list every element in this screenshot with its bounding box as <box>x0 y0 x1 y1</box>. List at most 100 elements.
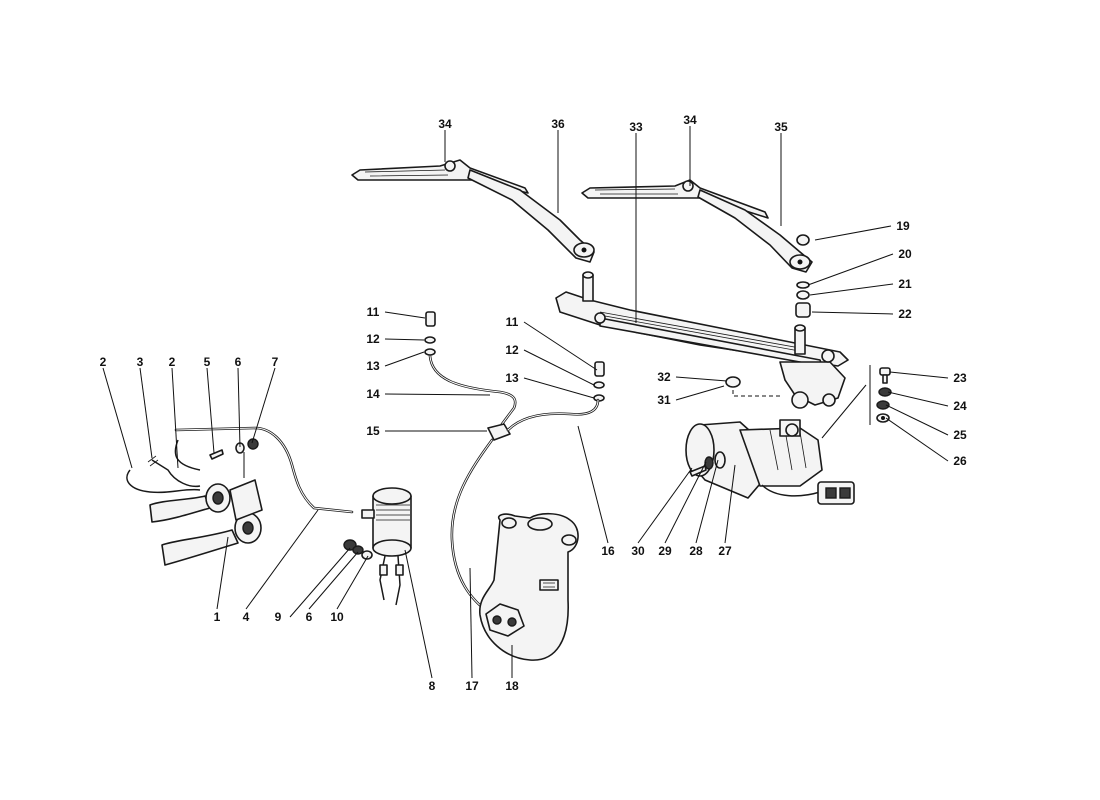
callout-leader-c25 <box>885 404 949 436</box>
callout-leader-c14 <box>384 393 491 396</box>
callout-label-c16: 16 <box>601 544 615 558</box>
bracket-washer-b <box>876 400 890 410</box>
callout-label-c21: 21 <box>898 277 912 291</box>
spindle-nut-cap <box>796 234 810 246</box>
spindle-washer <box>796 281 810 289</box>
right-wiper-arm <box>697 189 813 273</box>
callout-leader-c29 <box>664 461 707 544</box>
callout-leader-c21 <box>809 283 894 296</box>
callout-leader-c11a <box>384 311 426 319</box>
callout-label-c6b: 6 <box>306 610 313 624</box>
callout-label-c12a: 12 <box>366 332 380 346</box>
bracket-washer-c <box>876 413 890 423</box>
callout-leader-c24 <box>887 391 949 407</box>
washer-hose-right <box>506 398 600 432</box>
washer-t-connector <box>487 423 511 441</box>
spindle-nut <box>796 290 810 300</box>
callout-label-c33: 33 <box>629 120 643 134</box>
horn-screw <box>209 449 224 460</box>
callout-label-c23: 23 <box>953 371 967 385</box>
callout-leader-c3 <box>139 367 153 459</box>
callout-leader-c9 <box>289 547 351 618</box>
left-wiper-arm <box>467 169 595 263</box>
callout-leader-c20 <box>807 253 894 286</box>
callout-label-c32: 32 <box>657 370 671 384</box>
callout-label-c29: 29 <box>658 544 672 558</box>
pump-hose <box>174 426 354 514</box>
motor-flat-washer <box>714 451 726 469</box>
callout-leader-c7 <box>251 367 276 444</box>
callout-label-c6a: 6 <box>235 355 242 369</box>
callout-label-c10: 10 <box>330 610 344 624</box>
callout-label-c19: 19 <box>896 219 910 233</box>
callout-label-c27: 27 <box>718 544 732 558</box>
callout-label-c34b: 34 <box>683 113 697 127</box>
callout-label-c26: 26 <box>953 454 967 468</box>
callout-leader-c2a <box>102 367 133 469</box>
callout-label-c13b: 13 <box>505 371 519 385</box>
callout-leader-c13b <box>523 377 595 399</box>
pump-nut-b <box>352 545 364 555</box>
washer-jet-left <box>424 311 436 356</box>
callout-leader-c16 <box>577 425 609 544</box>
callout-leader-c6b <box>308 551 359 610</box>
callout-label-c20: 20 <box>898 247 912 261</box>
callout-label-c14: 14 <box>366 387 380 401</box>
callout-label-c8: 8 <box>429 679 436 693</box>
callout-label-c2b: 2 <box>169 355 176 369</box>
callout-leader-c23 <box>889 371 949 379</box>
motor-spring-washer <box>704 456 714 470</box>
motor-screw <box>689 465 707 477</box>
callout-label-c1: 1 <box>214 610 221 624</box>
left-wiper-blade <box>351 159 529 194</box>
callout-label-c22: 22 <box>898 307 912 321</box>
callout-leader-c4 <box>245 509 319 610</box>
callout-leader-c31 <box>675 385 725 401</box>
callout-leader-c6a <box>237 367 241 448</box>
horn-upper <box>149 483 231 523</box>
washer-reservoir <box>479 512 579 661</box>
callout-leader-c8 <box>404 549 433 679</box>
callout-label-c11a: 11 <box>367 305 380 319</box>
callout-label-c5: 5 <box>204 355 211 369</box>
callout-leader-c13a <box>384 351 425 367</box>
callout-label-c3: 3 <box>137 355 144 369</box>
callout-leader-c19 <box>814 225 892 241</box>
callout-leader-c30 <box>637 467 693 544</box>
callout-leader-c22 <box>811 311 894 315</box>
callout-label-c30: 30 <box>631 544 645 558</box>
washer-hose-main <box>450 438 494 614</box>
frame-fixing-nut <box>725 376 741 388</box>
callout-label-c15: 15 <box>366 424 380 438</box>
callout-label-c13a: 13 <box>366 359 380 373</box>
callout-label-c36: 36 <box>551 117 565 131</box>
callout-leader-c1 <box>216 536 229 610</box>
horn-lower <box>161 512 262 566</box>
callout-leader-c2b <box>171 367 179 469</box>
pump-nut-c <box>361 550 373 560</box>
callout-leader-c27 <box>724 464 736 544</box>
callout-leader-c11b <box>523 321 598 371</box>
washer-hose-left <box>428 354 517 426</box>
wiper-motor <box>685 419 855 505</box>
callout-label-c31: 31 <box>657 393 671 407</box>
washer-jet-right <box>593 361 605 402</box>
callout-label-c24: 24 <box>953 399 967 413</box>
callout-label-c25: 25 <box>953 428 967 442</box>
callout-label-c18: 18 <box>505 679 519 693</box>
callout-leader-c32 <box>675 376 728 382</box>
callout-leader-c28 <box>695 459 719 544</box>
callout-leader-c26 <box>885 417 949 462</box>
callout-leader-c12b <box>523 349 595 386</box>
callout-leader-c5 <box>206 367 215 454</box>
wiper-linkage-frame <box>555 271 849 409</box>
pump-nut-a <box>343 539 357 551</box>
callout-label-c4: 4 <box>243 610 250 624</box>
callout-label-c7: 7 <box>272 355 279 369</box>
callout-leader-c17 <box>469 567 473 679</box>
washer-pump <box>361 487 412 606</box>
callout-label-c17: 17 <box>465 679 479 693</box>
callout-label-c28: 28 <box>689 544 703 558</box>
